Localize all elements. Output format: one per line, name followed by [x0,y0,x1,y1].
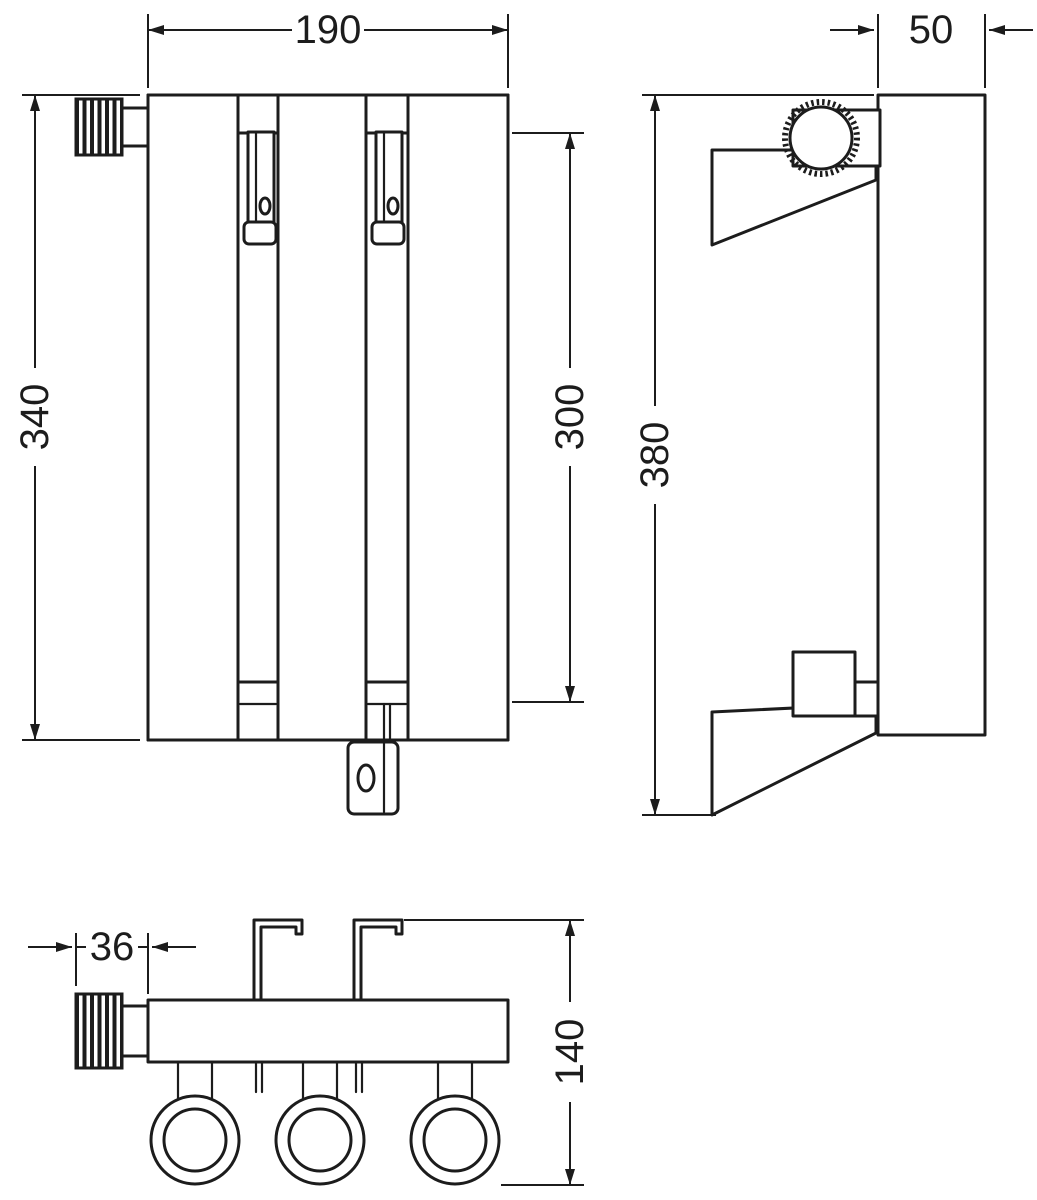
hook-feet [254,1060,364,1094]
pipe-connection-2 [274,1060,366,1186]
bracket-slot-hole [356,763,376,793]
manifold-body [146,998,510,1064]
valve-head-top [74,992,150,1070]
dim-bottom-depth: 140 [404,919,592,1186]
bottom-view: 36 140 [28,918,592,1186]
label-backdrop [14,368,56,466]
valve-connector [120,106,150,148]
mount-hook-right [352,918,404,1002]
valve-knurled-head [74,992,124,1070]
bracket-foot [242,220,278,246]
front-view: 190 340 300 [13,8,592,816]
pipe-bore [422,1107,488,1173]
dim-label-valve-width: 36 [90,925,135,969]
dim-label-side-depth: 50 [909,8,954,52]
radiator-panel-2 [276,93,368,742]
label-backdrop [549,1002,591,1102]
dim-label-side-height: 380 [633,422,677,489]
mount-hook-left [252,918,304,1002]
radiator-panel-3 [406,93,510,742]
label-backdrop [292,8,364,52]
dim-label-bottom-depth: 140 [548,1019,592,1086]
dim-valve-width: 36 [28,925,196,994]
connection-block [791,650,857,718]
dim-label-front-height: 340 [13,384,57,451]
valve-head-front [74,97,150,157]
bracket-hole [386,196,400,216]
wall-bracket-right [370,130,406,246]
connection-stem [853,680,880,718]
valve-knob [788,105,854,171]
pipe-connection-3 [409,1060,501,1186]
side-view: 50 380 [633,8,1033,817]
dim-front-height: 340 [13,94,140,741]
wall-bracket-left [242,130,278,246]
radiator-panel-1 [146,93,240,742]
valve-connector [120,1004,150,1058]
pipe-connection-1 [149,1060,241,1186]
dim-front-inner-height: 300 [512,132,592,703]
dim-front-width: 190 [147,8,509,88]
bottom-hanging-bracket [346,702,400,816]
pipe-bore [162,1107,228,1173]
dim-label-front-inner-height: 300 [548,384,592,451]
label-backdrop [86,925,138,969]
bottom-connection-side [791,650,880,718]
label-backdrop [634,406,676,504]
dim-label-front-width: 190 [295,8,362,52]
valve-knurled-head [74,97,124,157]
valve-side [782,99,882,177]
bracket-foot [370,220,406,246]
bracket-hole [258,196,272,216]
pipe-bore [287,1107,353,1173]
valve-knurl-ring [782,99,860,177]
side-panel [876,93,987,737]
dim-side-depth: 50 [830,8,1033,88]
dim-side-height: 380 [633,94,874,816]
side-bottom-bracket [710,702,878,817]
label-backdrop [549,368,591,466]
